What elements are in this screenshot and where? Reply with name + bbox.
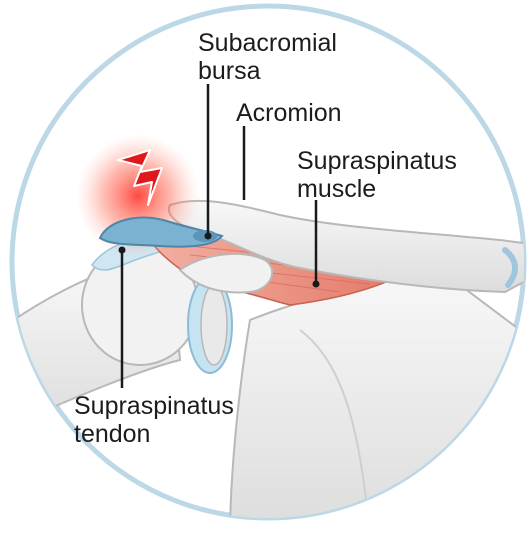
label-subacromial-bursa-line2: bursa xyxy=(198,57,337,85)
label-supraspinatus-muscle: Supraspinatus muscle xyxy=(297,147,457,203)
label-subacromial-bursa-line1: Subacromial xyxy=(198,29,337,57)
label-subacromial-bursa: Subacromial bursa xyxy=(198,29,337,85)
label-supraspinatus-muscle-line1: Supraspinatus xyxy=(297,147,457,175)
label-supraspinatus-muscle-line2: muscle xyxy=(297,175,457,203)
label-supraspinatus-tendon-line2: tendon xyxy=(74,420,234,448)
label-supraspinatus-tendon: Supraspinatus tendon xyxy=(74,392,234,448)
label-supraspinatus-tendon-line1: Supraspinatus xyxy=(74,392,234,420)
scapula xyxy=(230,270,531,539)
label-acromion: Acromion xyxy=(236,99,342,127)
